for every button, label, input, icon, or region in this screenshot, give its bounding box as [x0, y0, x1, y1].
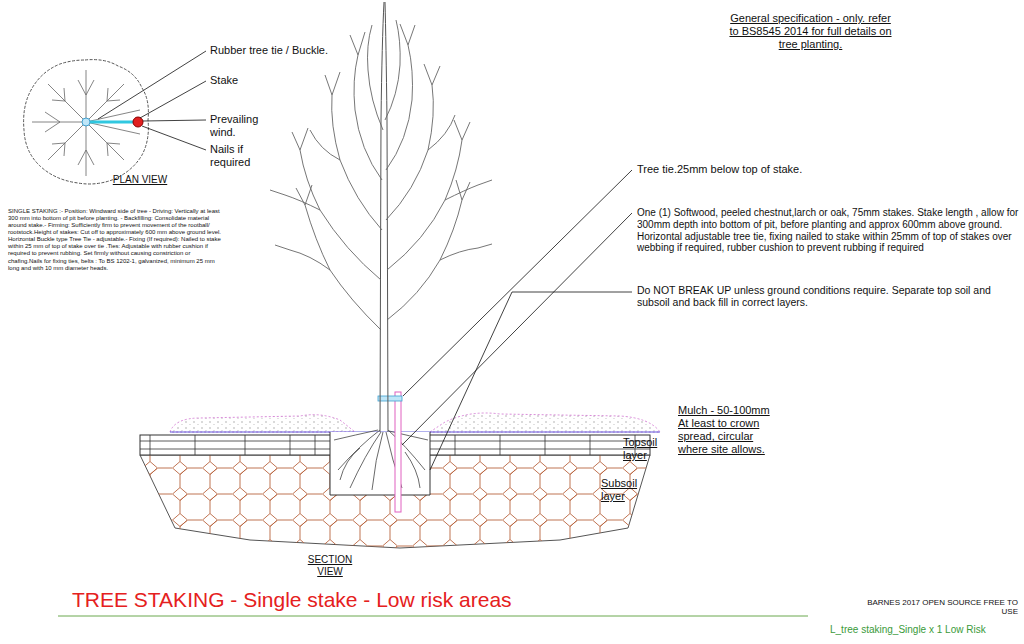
spec-note: General specification - only. refer to B… [728, 12, 893, 51]
view-label: SECTION VIEW [298, 554, 362, 578]
part-label: Nails if required [210, 143, 285, 169]
view-label: PLAN VIEW [110, 174, 170, 186]
part-label: Mulch - 50-100mm At least to crown sprea… [678, 404, 778, 456]
part-label: Tree tie.25mm below top of stake. [637, 163, 1017, 176]
part-label: Stake [210, 74, 290, 87]
part-label: Subsoil layer [601, 477, 649, 503]
drawing-ref: L_tree staking_Single x 1 Low Risk [830, 624, 1020, 636]
credit-note: BARNES 2017 OPEN SOURCE FREE TO USE [858, 598, 1018, 617]
diagram-title: TREE STAKING - Single stake - Low risk a… [72, 588, 772, 613]
part-label: Prevailing wind. [210, 113, 285, 139]
part-label: Rubber tree tie / Buckle. [210, 44, 400, 57]
spec-note: Do NOT BREAK UP unless ground conditions… [637, 284, 1019, 309]
spec-note: SINGLE STAKING :- Position: Windward sid… [8, 208, 226, 272]
part-label: Topsoil layer [623, 436, 671, 462]
spec-note: One (1) Softwood, peeled chestnut,larch … [637, 207, 1019, 254]
